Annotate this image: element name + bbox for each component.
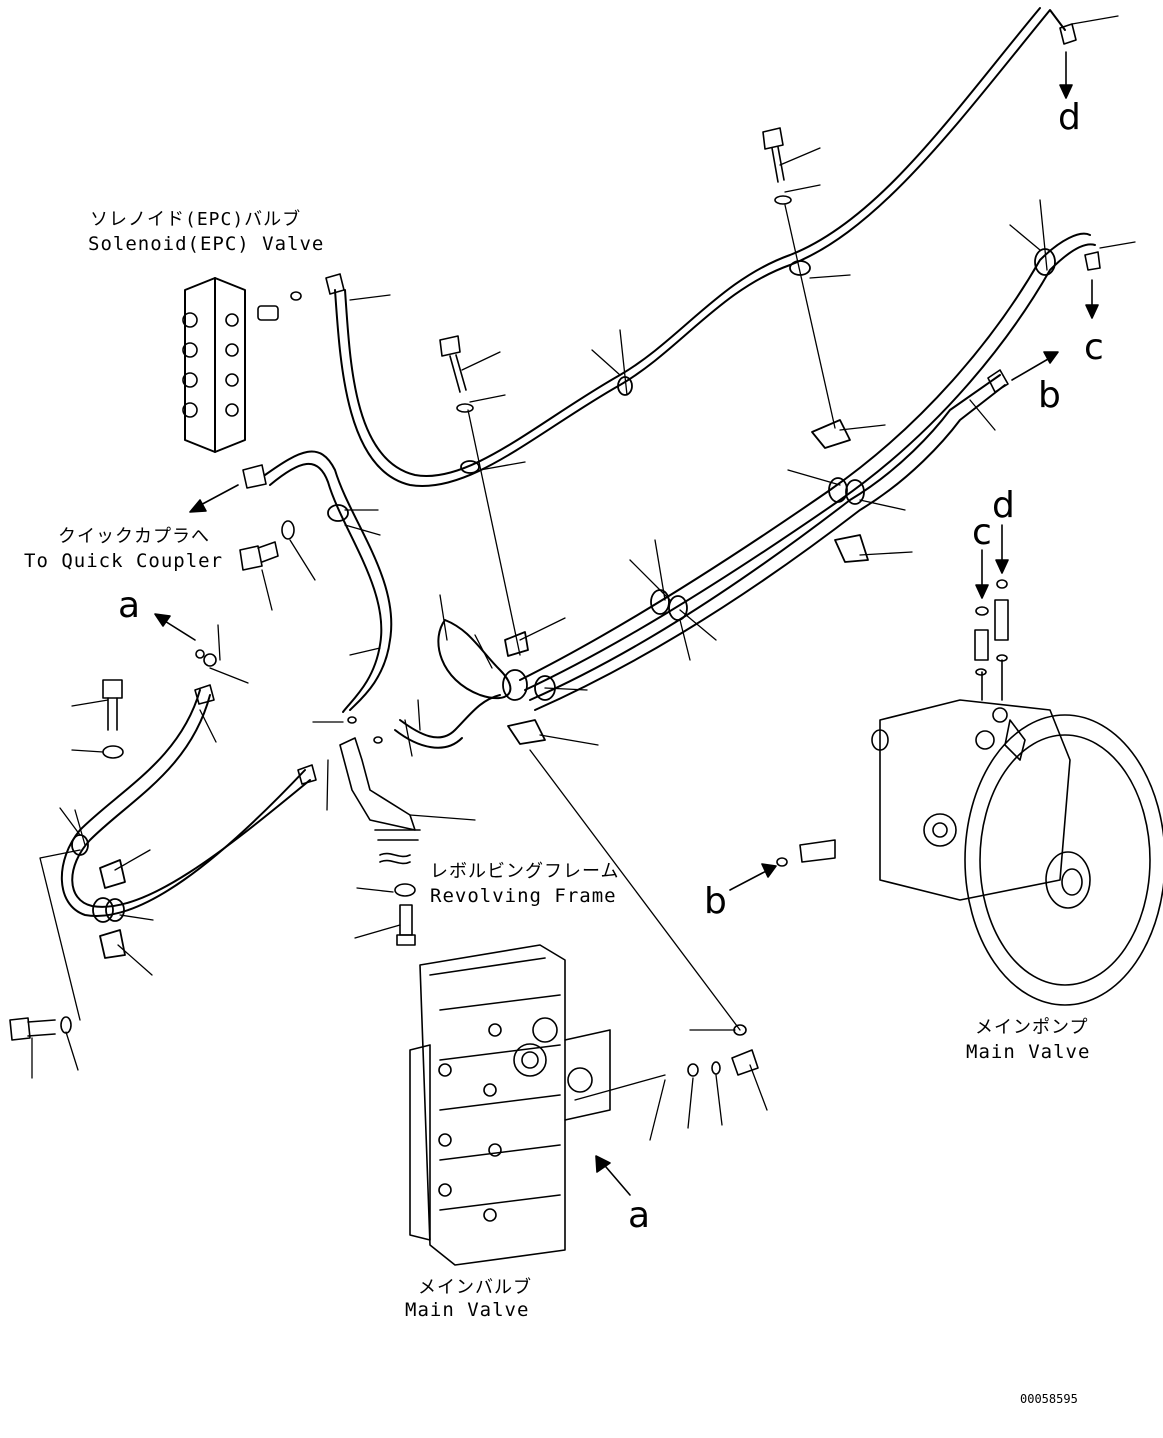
quick-coupler-label-jp: クイックカプラへ: [58, 526, 210, 547]
ref-letter-c-right: c: [1084, 327, 1104, 368]
solenoid-valve-label-en: Solenoid(EPC) Valve: [88, 233, 325, 255]
ref-letter-b-right: b: [1038, 375, 1061, 416]
main-valve-block: [409, 944, 611, 1266]
ref-letter-d-top: d: [1058, 97, 1081, 138]
drawing-code: 00058595: [1020, 1392, 1078, 1406]
ref-letter-a-left: a: [118, 585, 141, 626]
hose-lines: [60, 7, 1096, 917]
main-valve-label-jp: メインバルブ: [418, 1277, 532, 1298]
main-valve-label-en: Main Valve: [405, 1299, 530, 1321]
revolving-frame-label-en: Revolving Frame: [430, 885, 617, 907]
leader-lines: [31, 15, 1136, 1141]
ref-letter-b-pump: b: [704, 881, 727, 922]
solenoid-valve-label-jp: ソレノイド(EPC)バルブ: [90, 209, 302, 230]
flow-arrows: [154, 51, 1099, 1196]
quick-coupler-label-en: To Quick Coupler: [24, 550, 224, 572]
frame-bracket: [339, 737, 421, 865]
revolving-frame-label-jp: レボルビングフレーム: [430, 861, 620, 882]
ref-letter-c-pump: c: [972, 512, 992, 553]
ref-letter-a-bottom: a: [628, 1195, 651, 1236]
main-pump-label-en: Main Valve: [966, 1041, 1091, 1063]
ref-letter-d-pump: d: [992, 485, 1015, 526]
hose-end-fittings: [194, 23, 1101, 785]
main-pump-label-jp: メインポンプ: [975, 1017, 1089, 1038]
main-pump-block: [776, 579, 1163, 1006]
solenoid-valve-block: [182, 277, 302, 453]
